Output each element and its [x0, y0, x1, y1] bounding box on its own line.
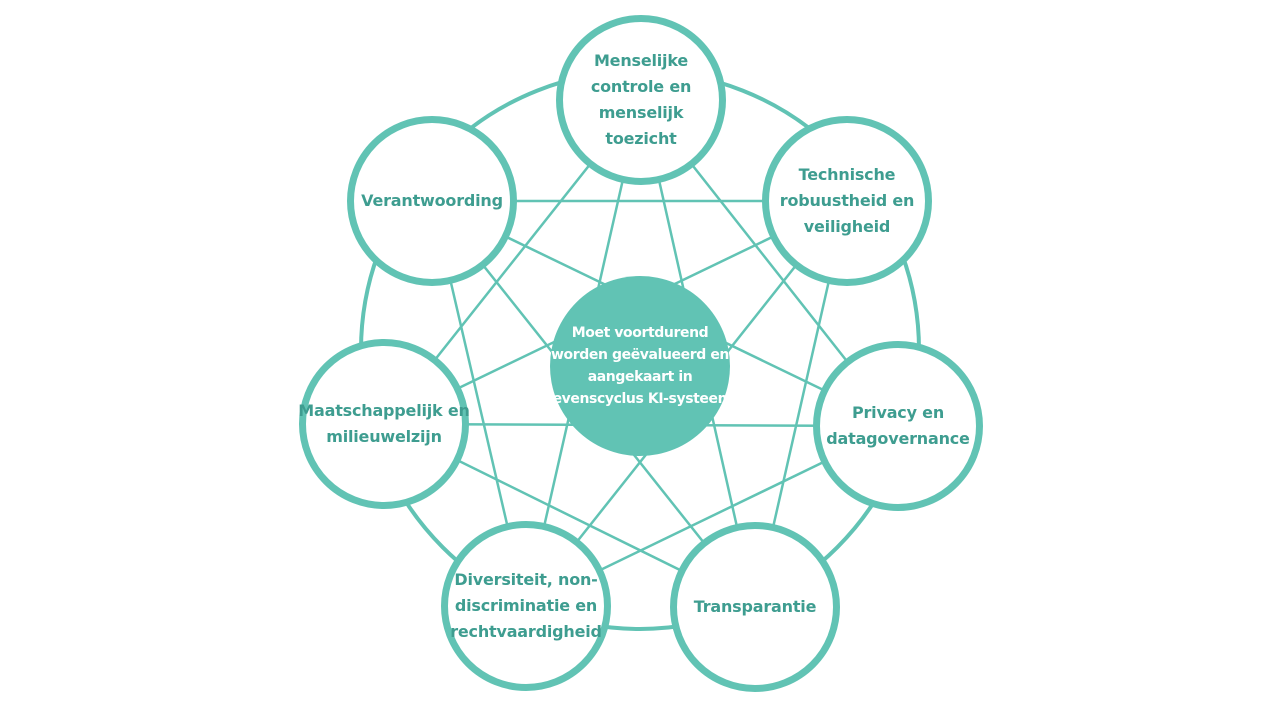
node-menselijke-controle-label-line: controle en: [590, 77, 692, 96]
node-diversiteit-label-line: discriminatie en: [454, 596, 598, 615]
node-technische-robuustheid-label-line: veiligheid: [803, 217, 891, 236]
node-transparantie-label: Transparantie: [686, 594, 824, 620]
center-node-label-line: worden geëvalueerd en: [550, 347, 730, 363]
node-menselijke-controle-label-line: toezicht: [605, 129, 677, 148]
node-diversiteit: Diversiteit, non-discriminatie en rechtva…: [441, 521, 611, 691]
node-technische-robuustheid-label-line: robuustheid en: [779, 191, 915, 210]
node-technische-robuustheid: Technische robuustheid en veiligheid: [762, 116, 932, 286]
center-node: Moet voortdurend worden geëvalueerd en aan…: [548, 276, 732, 456]
node-transparantie-label-line: Transparantie: [693, 597, 817, 616]
node-maatschappelijk: Maatschappelijk en milieuwelzijn: [298, 339, 470, 509]
node-maatschappelijk-label-line: milieuwelzijn: [326, 427, 442, 446]
node-diversiteit-label-line: rechtvaardigheid: [450, 622, 602, 641]
node-menselijke-controle-label-line: menselijk: [598, 103, 684, 122]
node-verantwoording: Verantwoording: [347, 116, 517, 286]
node-privacy-label: Privacy en datagovernance: [818, 400, 977, 452]
center-node-label-line: Moet voortdurend: [571, 325, 709, 341]
node-maatschappelijk-label: Maatschappelijk en milieuwelzijn: [290, 398, 477, 450]
node-menselijke-controle-label: Menselijke controle en menselijk toezicht: [583, 48, 699, 152]
node-transparantie: Transparantie: [670, 522, 840, 692]
node-diversiteit-label: Diversiteit, non-discriminatie en rechtva…: [442, 567, 610, 645]
center-node-label-line: levenscyclus KI-systeem: [548, 391, 732, 407]
node-menselijke-controle-label-line: Menselijke: [593, 51, 689, 70]
node-privacy-label-line: datagovernance: [826, 429, 970, 448]
node-verantwoording-label: Verantwoording: [353, 188, 511, 214]
center-node-label: Moet voortdurend worden geëvalueerd en aan…: [540, 322, 740, 410]
node-technische-robuustheid-label: Technische robuustheid en veiligheid: [772, 162, 922, 240]
node-maatschappelijk-label-line: Maatschappelijk en: [298, 401, 470, 420]
node-menselijke-controle: Menselijke controle en menselijk toezicht: [556, 15, 726, 185]
node-privacy: Privacy en datagovernance: [813, 341, 983, 511]
center-node-label-line: aangekaart in: [587, 369, 693, 385]
node-technische-robuustheid-label-line: Technische: [798, 165, 896, 184]
node-verantwoording-label-line: Verantwoording: [361, 191, 503, 210]
node-diversiteit-label-line: Diversiteit, non-: [454, 570, 598, 589]
node-privacy-label-line: Privacy en: [851, 403, 945, 422]
